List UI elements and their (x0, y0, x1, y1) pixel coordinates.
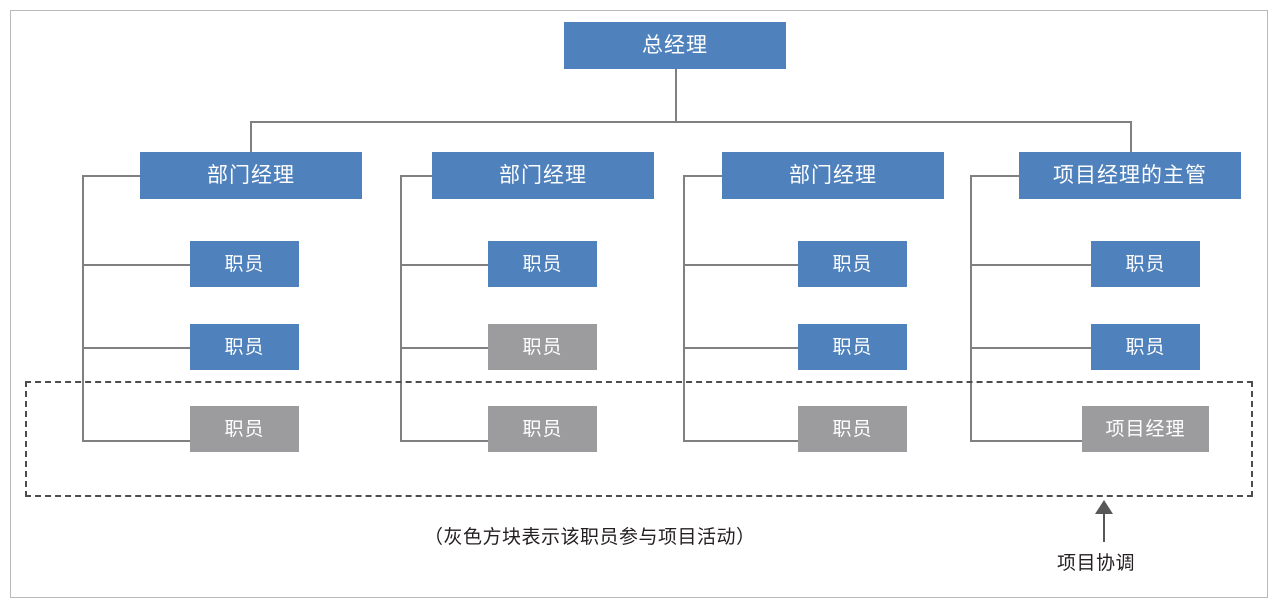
node-project-manager-col4[interactable]: 项目经理 (1082, 406, 1209, 452)
node-staff-col1-1[interactable]: 职员 (190, 241, 299, 287)
node-staff-col1-2[interactable]: 职员 (190, 324, 299, 370)
connector-spine-to-report-col1-2 (82, 347, 190, 349)
annotation-arrow-shaft (1103, 512, 1105, 542)
connector-bus-drop-col4 (1130, 121, 1132, 152)
connector-top-drop (675, 69, 677, 121)
node-staff-col2-2[interactable]: 职员 (488, 324, 597, 370)
node-staff-col4-1[interactable]: 职员 (1091, 241, 1200, 287)
node-staff-col3-3[interactable]: 职员 (798, 406, 907, 452)
legend-caption: （灰色方块表示该职员参与项目活动） (424, 527, 756, 548)
connector-spine-to-report-col3-1 (683, 264, 798, 266)
node-staff-col2-3[interactable]: 职员 (488, 406, 597, 452)
connector-spine-to-report-col2-2 (400, 347, 488, 349)
project-team-dashed-region (25, 381, 1253, 497)
connector-spine-to-report-col2-1 (400, 264, 488, 266)
connector-spine-col1 (82, 175, 84, 440)
node-manager-col2[interactable]: 部门经理 (432, 152, 654, 199)
connector-spine-to-report-col4-3 (970, 440, 1091, 442)
connector-spine-to-report-col1-1 (82, 264, 190, 266)
connector-spine-to-manager-col1 (82, 175, 140, 177)
connector-spine-to-report-col3-2 (683, 347, 798, 349)
annotation-label-project-coordination: 项目协调 (1057, 553, 1136, 574)
node-manager-col3[interactable]: 部门经理 (722, 152, 944, 199)
connector-spine-col4 (970, 175, 972, 440)
node-general-manager[interactable]: 总经理 (564, 22, 786, 69)
connector-spine-to-report-col4-2 (970, 347, 1091, 349)
connector-horizontal-bus (250, 121, 1130, 123)
node-staff-col3-1[interactable]: 职员 (798, 241, 907, 287)
node-manager-col4[interactable]: 项目经理的主管 (1019, 152, 1241, 199)
connector-spine-to-report-col2-3 (400, 440, 488, 442)
connector-bus-drop-col1 (250, 121, 252, 152)
connector-spine-col2 (400, 175, 402, 440)
connector-spine-to-manager-col3 (683, 175, 722, 177)
annotation-arrow-head-icon (1095, 500, 1113, 514)
connector-spine-to-manager-col4 (970, 175, 1019, 177)
node-staff-col3-2[interactable]: 职员 (798, 324, 907, 370)
node-staff-col2-1[interactable]: 职员 (488, 241, 597, 287)
connector-spine-col3 (683, 175, 685, 440)
node-staff-col4-2[interactable]: 职员 (1091, 324, 1200, 370)
node-staff-col1-3[interactable]: 职员 (190, 406, 299, 452)
diagram-outer-frame (10, 10, 1268, 598)
connector-spine-to-manager-col2 (400, 175, 432, 177)
node-manager-col1[interactable]: 部门经理 (140, 152, 362, 199)
connector-spine-to-report-col3-3 (683, 440, 798, 442)
connector-spine-to-report-col1-3 (82, 440, 190, 442)
connector-spine-to-report-col4-1 (970, 264, 1091, 266)
